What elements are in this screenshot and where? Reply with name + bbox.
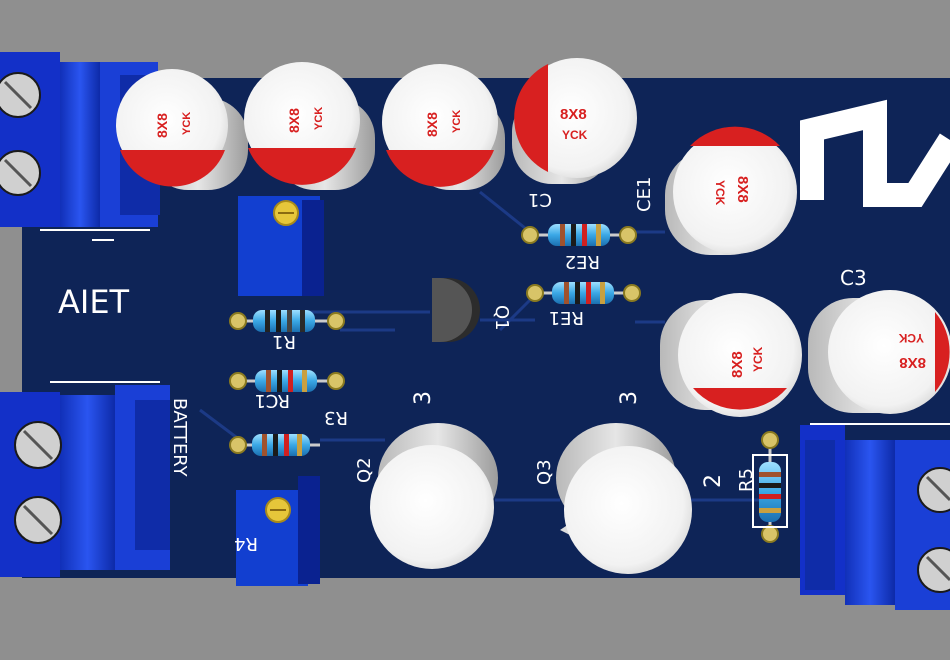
capacitor: 8X8 YCK: [382, 64, 505, 190]
designator-rc1: RC1: [254, 390, 290, 411]
battery-label: BATTERY: [169, 398, 190, 478]
cap-maker: YCK: [181, 112, 193, 135]
trimmer-potentiometer: [238, 196, 324, 296]
designator-ce1: CE1: [634, 177, 655, 212]
resistor-r3: [229, 434, 320, 456]
cap-maker: YCK: [451, 110, 463, 133]
designator-re2: RE2: [565, 251, 600, 272]
trimmer-potentiometer-r4: [236, 476, 320, 586]
transistor-q1: [432, 278, 480, 342]
designator-r5: R5: [736, 468, 757, 492]
designator-re1: RE1: [549, 307, 584, 328]
cap-maker: YCK: [898, 331, 924, 345]
q2-pin3-label: 3: [411, 391, 436, 405]
q3-pin2-label: 2: [701, 474, 726, 488]
designator-r3: R3: [324, 407, 348, 428]
capacitor-c1-body: 8X8 YCK: [512, 58, 637, 184]
capacitor: 8X8 YCK: [660, 293, 802, 417]
resistor-r1: [229, 310, 345, 332]
terminal-block-output: [800, 425, 950, 610]
brand-text: AIET: [58, 283, 130, 321]
resistor-re1: [526, 282, 641, 304]
designator-c1: C1: [528, 189, 552, 210]
designator-c3: C3: [840, 266, 867, 290]
q3-pin3-label: 3: [617, 391, 642, 405]
resistor-rc1: [229, 370, 345, 392]
designator-r1: R1: [272, 331, 296, 352]
resistor-r5: [752, 431, 788, 543]
cap-size: 8X8: [286, 108, 302, 133]
capacitor-c3: YCK 8X8: [808, 290, 950, 414]
cap-maker: YCK: [562, 128, 588, 142]
designator-q3: Q3: [534, 459, 555, 485]
cap-size: 8X8: [154, 113, 170, 138]
cap-maker: YCK: [313, 107, 325, 130]
designator-q2: Q2: [354, 457, 375, 483]
cap-size: 8X8: [424, 112, 440, 137]
cap-maker: YCK: [751, 346, 765, 372]
transistor-q3: [556, 423, 692, 574]
cap-maker: YCK: [713, 180, 727, 206]
cap-size: 8X8: [729, 351, 746, 378]
terminal-block-battery: [0, 385, 170, 577]
capacitor: 8X8 YCK: [244, 62, 375, 190]
resistor-re2: [521, 224, 637, 246]
designator-q1: Q1: [491, 305, 512, 331]
capacitor: 8X8 YCK: [116, 69, 248, 190]
transistor-q2: [370, 423, 498, 569]
logo-mark: [800, 99, 950, 207]
cap-size: 8X8: [560, 106, 587, 123]
cap-size: 8X8: [734, 176, 751, 203]
cap-size: 8X8: [899, 354, 926, 371]
designator-r4: R4: [234, 533, 258, 554]
capacitor-ce1: 8X8 YCK: [665, 126, 797, 255]
